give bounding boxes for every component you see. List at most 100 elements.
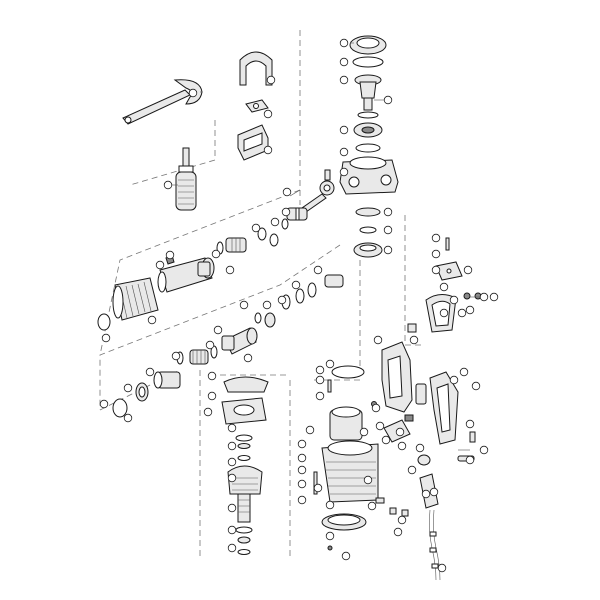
callout-bubble: [155, 260, 165, 270]
top-cap-assembly: [349, 35, 387, 153]
callout-bubble: [297, 465, 307, 475]
front-bushing: [112, 371, 181, 418]
callout-bubble: [459, 367, 469, 377]
callout-bubble: [165, 250, 175, 260]
callout-bubble: [431, 265, 441, 275]
spanner-wrench: [122, 79, 203, 125]
callout-bubble: [325, 531, 335, 541]
callout-bubble: [281, 207, 291, 217]
callout-bubble: [479, 445, 489, 455]
callout-bubble: [339, 125, 349, 135]
callout-bubble: [363, 475, 373, 485]
callout-bubble: [341, 551, 351, 561]
callout-bubble: [101, 333, 111, 343]
callout-bubble: [383, 95, 393, 105]
callout-bubble: [147, 315, 157, 325]
callout-bubble: [407, 465, 417, 475]
callout-bubble: [325, 500, 335, 510]
callout-bubble: [479, 292, 489, 302]
callout-bubble: [437, 563, 447, 573]
callout-bubble: [207, 391, 217, 401]
callout-bubble: [471, 381, 481, 391]
depth-bracket: [239, 51, 273, 113]
assembly-guide-lines: [99, 30, 425, 560]
crank-housing: [339, 156, 399, 195]
power-cord: [419, 473, 441, 581]
callout-bubble: [266, 75, 276, 85]
callout-bubble: [315, 391, 325, 401]
left-o-ring: [97, 313, 111, 331]
callout-bubble: [123, 383, 133, 393]
connecting-rod: [286, 169, 335, 221]
callout-bubble: [449, 375, 459, 385]
callout-bubble: [359, 427, 369, 437]
callout-bubble: [188, 88, 198, 98]
callout-bubble: [277, 295, 287, 305]
callout-bubble: [227, 543, 237, 553]
callout-bubble: [123, 413, 133, 423]
callout-bubble: [371, 403, 381, 413]
callout-bubble: [397, 515, 407, 525]
callout-bubble: [225, 265, 235, 275]
callout-bubble: [297, 479, 307, 489]
callout-bubble: [227, 473, 237, 483]
spring-sleeve: [176, 349, 209, 365]
callout-bubble: [457, 308, 467, 318]
callout-bubble: [263, 145, 273, 155]
callout-bubble: [227, 423, 237, 433]
callout-bubble: [415, 443, 425, 453]
piston: [216, 237, 247, 255]
callout-bubble: [339, 167, 349, 177]
callout-bubble: [211, 249, 221, 259]
callout-bubble: [227, 457, 237, 467]
callout-bubble: [383, 245, 393, 255]
callout-bubble: [262, 300, 272, 310]
handle-frame: [381, 341, 459, 445]
callout-bubble: [381, 435, 391, 445]
callout-bubble: [465, 305, 475, 315]
callout-bubble: [203, 407, 213, 417]
armature-column: [221, 376, 269, 555]
callout-bubble: [263, 109, 273, 119]
callout-bubble: [439, 308, 449, 318]
callout-bubble: [207, 371, 217, 381]
callout-bubble: [213, 325, 223, 335]
callout-bubble: [339, 38, 349, 48]
callout-bubble: [145, 367, 155, 377]
callout-bubble: [313, 483, 323, 493]
side-clamp: [237, 124, 269, 161]
callout-bubble: [397, 441, 407, 451]
callout-bubble: [431, 233, 441, 243]
callout-bubble: [431, 249, 441, 259]
cylinder-tube: [157, 254, 215, 293]
callout-bubble: [99, 399, 109, 409]
motor-housing: [321, 365, 379, 531]
spline-sleeve: [112, 277, 159, 321]
motor-bolts: [313, 379, 409, 551]
striker: [210, 327, 258, 359]
callout-bubble: [227, 503, 237, 513]
callout-bubble: [339, 75, 349, 85]
callout-bubble: [465, 455, 475, 465]
callout-bubble: [291, 280, 301, 290]
callout-bubble: [282, 187, 292, 197]
upper-o-rings: [257, 218, 289, 247]
callout-bubble: [339, 147, 349, 157]
callout-bubble: [393, 527, 403, 537]
callout-bubble: [463, 265, 473, 275]
callout-bubble: [315, 375, 325, 385]
callout-bubble: [313, 265, 323, 275]
callout-bubble: [409, 335, 419, 345]
callout-bubble: [239, 300, 249, 310]
callout-bubble: [251, 223, 261, 233]
callout-bubble: [367, 501, 377, 511]
callout-bubble: [243, 353, 253, 363]
callout-bubble: [395, 427, 405, 437]
auxiliary-handle: [175, 147, 197, 211]
callout-bubble: [383, 207, 393, 217]
callout-bubble: [373, 335, 383, 345]
switch-parts: [383, 414, 476, 466]
callout-bubble: [315, 365, 325, 375]
callout-bubble: [171, 351, 181, 361]
